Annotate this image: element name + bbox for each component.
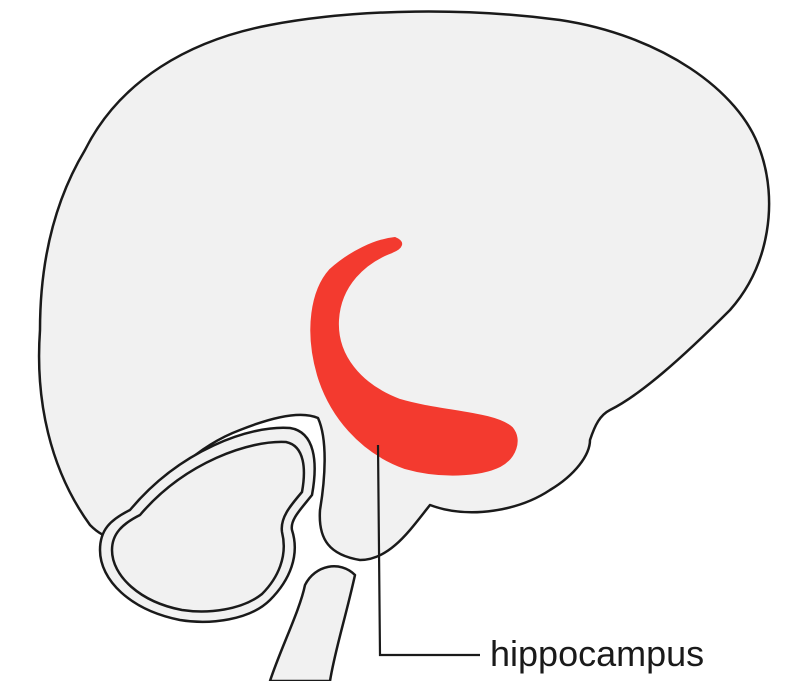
hippocampus-label: hippocampus: [490, 633, 704, 674]
cerebrum: [39, 12, 769, 560]
